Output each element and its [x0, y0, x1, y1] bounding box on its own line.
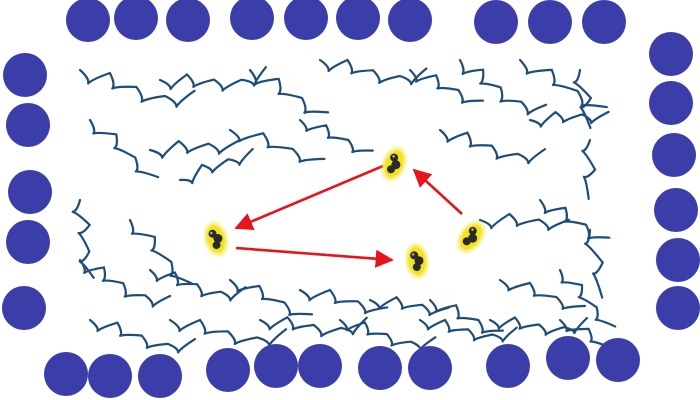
jump-arrow [234, 164, 384, 231]
polymer-chain [538, 198, 611, 240]
boundary-particle [3, 53, 47, 97]
boundary-particle [336, 0, 380, 40]
polymer-chain [584, 228, 604, 299]
boundary-particle [206, 348, 250, 392]
polymer-chain [148, 139, 240, 159]
boundary-particle [408, 346, 452, 390]
polymer-chain [78, 68, 196, 108]
polymer-chain [572, 68, 593, 130]
polymer-chain [88, 118, 160, 179]
boundary-particle [44, 352, 88, 396]
polymer-chain [148, 268, 247, 302]
polymer-chain [298, 288, 389, 315]
polymer-chain [228, 128, 326, 163]
mobile-particle [202, 219, 230, 259]
boundary-particle [596, 338, 640, 382]
mobile-particle [403, 241, 431, 281]
mobile-particle-layer [202, 144, 487, 281]
boundary-particle [298, 344, 342, 388]
polymer-chain [558, 268, 617, 328]
boundary-particle [230, 0, 274, 40]
polymer-chain [228, 278, 314, 317]
polymer-chain [418, 318, 518, 343]
jump-arrow-layer [234, 164, 463, 268]
polymer-chain [78, 258, 172, 308]
polymer-chain [408, 68, 484, 104]
polymer-chain [248, 68, 330, 114]
polymer-chain [88, 318, 197, 354]
boundary-particle [652, 133, 696, 177]
boundary-particle [358, 346, 402, 390]
polymer-chain [488, 316, 589, 336]
boundary-particle [6, 103, 50, 147]
boundary-particle [8, 170, 52, 214]
boundary-particle [649, 32, 693, 76]
boundary-particle [656, 286, 700, 330]
boundary-particle [284, 0, 328, 40]
polymer-chain [158, 66, 267, 92]
polymer-chain [458, 58, 548, 116]
polymer-chain [298, 118, 374, 154]
boundary-particle [166, 0, 210, 42]
boundary-particle [254, 344, 298, 388]
boundary-particle [388, 0, 432, 42]
polymer-chain [581, 138, 597, 200]
boundary-particle [66, 0, 110, 42]
boundary-particle [546, 336, 590, 380]
boundary-particle [654, 188, 698, 232]
polymer-chain [318, 58, 428, 86]
boundary-particle [88, 354, 132, 398]
polymer-chain [428, 298, 504, 334]
boundary-particle [656, 238, 700, 282]
polymer-chain [518, 58, 608, 109]
polymer-chain [368, 295, 450, 317]
boundary-particle [474, 0, 518, 44]
jump-arrow [235, 246, 394, 268]
boundary-particle [114, 0, 158, 40]
polymer-chain [128, 218, 194, 285]
polymer-chain [338, 318, 437, 351]
boundary-particle [649, 81, 693, 125]
polymer-chain-layer [71, 58, 617, 354]
boundary-particle [486, 344, 530, 388]
polymer-chain [498, 278, 587, 310]
polymer-chain [258, 315, 368, 338]
boundary-particle [528, 0, 572, 44]
boundary-particle [6, 220, 50, 264]
polymer-chain [558, 318, 613, 349]
mobile-particle [455, 218, 487, 256]
polymer-chain [478, 212, 570, 231]
polymer-chain [178, 147, 254, 185]
polymer-chain [168, 318, 288, 347]
polymer-chain [528, 110, 610, 128]
polymer-chain [438, 128, 547, 165]
boundary-particle [2, 286, 46, 330]
boundary-particle [138, 354, 182, 398]
mobile-particle [379, 144, 409, 184]
jump-arrow [412, 168, 463, 215]
boundary-particle [582, 0, 626, 44]
